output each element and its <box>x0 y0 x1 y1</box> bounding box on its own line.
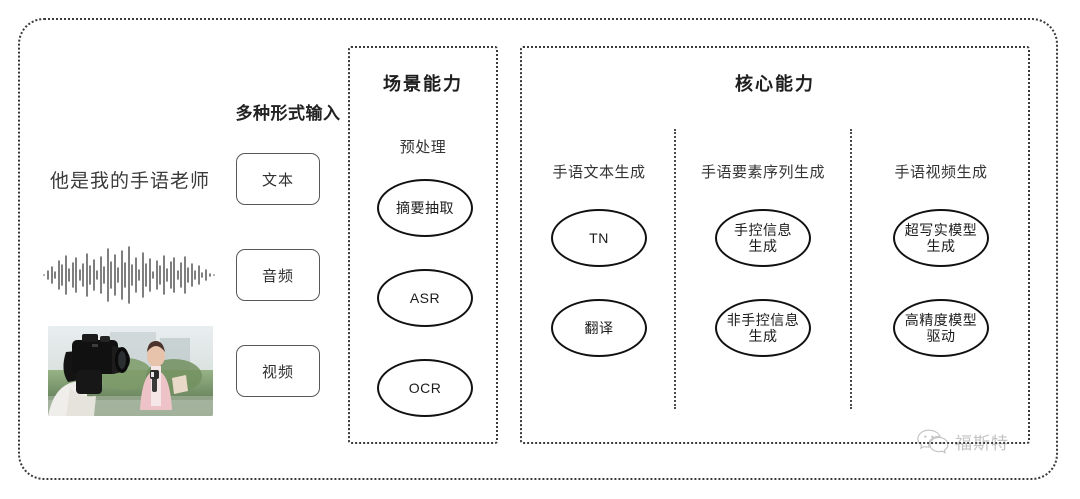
chip-video[interactable]: 视频 <box>236 345 320 397</box>
core-column-divider-1 <box>674 129 676 409</box>
audio-sample-wrap <box>40 229 220 321</box>
scene-panel-title: 场景能力 <box>383 74 463 94</box>
scene-capability-panel: 场景能力 预处理 摘要抽取 ASR OCR <box>348 46 498 444</box>
audio-waveform-icon <box>43 246 215 304</box>
scene-group-label: 预处理 <box>399 139 447 156</box>
core-column-3-label: 手语视频生成 <box>894 164 988 181</box>
core-node-manual-info[interactable]: 手控信息生成 <box>715 209 811 267</box>
input-section-heading: 多种形式输入 <box>235 104 341 123</box>
wechat-icon <box>917 429 949 454</box>
text-sample: 他是我的手语老师 <box>49 170 210 192</box>
core-node-photoreal-model[interactable]: 超写实模型生成 <box>893 209 989 267</box>
input-section: 多种形式输入 他是我的手语老师 文本 <box>40 95 340 425</box>
core-node-highprecision-drive-label: 高精度模型驱动 <box>904 311 978 344</box>
chip-text-label: 文本 <box>261 171 294 189</box>
core-column-element-sequence: 手语要素序列生成 手控信息生成 非手控信息生成 <box>676 48 850 442</box>
scene-node-asr[interactable]: ASR <box>377 269 473 327</box>
core-node-highprecision-drive[interactable]: 高精度模型驱动 <box>893 299 989 357</box>
core-node-photoreal-model-label: 超写实模型生成 <box>904 221 978 254</box>
text-sample-wrap: 他是我的手语老师 <box>40 133 220 225</box>
scene-node-summary[interactable]: 摘要抽取 <box>377 179 473 237</box>
core-column-sign-text: 手语文本生成 TN 翻译 <box>524 48 674 442</box>
scene-node-asr-label: ASR <box>409 289 441 306</box>
core-node-nonmanual-info-label: 非手控信息生成 <box>726 311 800 344</box>
chip-text[interactable]: 文本 <box>236 153 320 205</box>
scene-node-summary-label: 摘要抽取 <box>396 199 454 216</box>
core-panel-title: 核心能力 <box>735 74 815 94</box>
input-row-audio: 音频 <box>40 229 330 321</box>
chip-video-label: 视频 <box>261 363 294 381</box>
chip-audio-label: 音频 <box>261 267 294 285</box>
core-capability-panel: 核心能力 手语文本生成 TN 翻译 手语要素序列生成 手控信息生成 非手控信息生… <box>520 46 1030 444</box>
video-thumbnail <box>47 326 213 416</box>
watermark-text: 福斯特 <box>955 433 1009 453</box>
input-row-text: 他是我的手语老师 文本 <box>40 133 330 225</box>
core-column-2-label: 手语要素序列生成 <box>700 164 825 181</box>
core-node-translate[interactable]: 翻译 <box>551 299 647 357</box>
core-node-tn[interactable]: TN <box>551 209 647 267</box>
video-sample-wrap <box>40 325 220 417</box>
core-node-tn-label: TN <box>589 229 609 246</box>
video-thumbnail-image <box>47 326 213 416</box>
core-column-1-label: 手语文本生成 <box>552 164 646 181</box>
core-node-manual-info-label: 手控信息生成 <box>734 221 792 254</box>
watermark: 福斯特 <box>916 428 1009 454</box>
core-node-translate-label: 翻译 <box>584 319 614 336</box>
core-node-nonmanual-info[interactable]: 非手控信息生成 <box>715 299 811 357</box>
input-row-video: 视频 <box>40 325 330 417</box>
chip-audio[interactable]: 音频 <box>236 249 320 301</box>
core-column-video-generation: 手语视频生成 超写实模型生成 高精度模型驱动 <box>852 48 1030 442</box>
scene-node-ocr-label: OCR <box>408 379 442 396</box>
scene-node-ocr[interactable]: OCR <box>377 359 473 417</box>
outer-frame <box>18 18 1058 480</box>
core-column-divider-2 <box>850 129 852 409</box>
